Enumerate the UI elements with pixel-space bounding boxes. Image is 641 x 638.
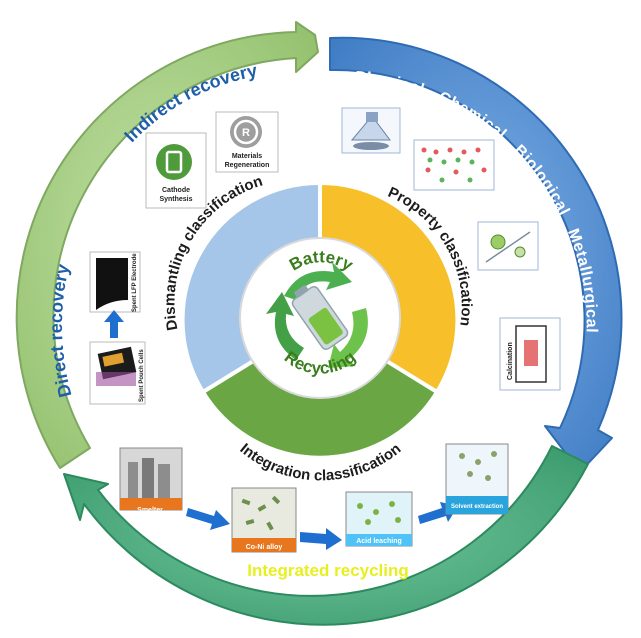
co-ni-label: Co-Ni alloy xyxy=(246,544,283,551)
solvent-extraction-label: Solvent extraction xyxy=(451,504,503,510)
arrow-right-icon xyxy=(186,508,230,530)
teal-integrated-arc xyxy=(63,445,589,626)
calcination-label: Calcination xyxy=(507,342,514,380)
lfp-label: Spent LFP Electrode xyxy=(132,253,138,312)
spent-pouch-cells-image: Spent Pouch Cells xyxy=(89,341,146,405)
pouch-label: Spent Pouch Cells xyxy=(139,349,145,402)
materials-label-2: Regeneration xyxy=(225,162,270,169)
chemical-process-image xyxy=(413,139,495,191)
smelter-image: Smelter xyxy=(119,447,183,514)
co-ni-alloy-image: Co-Ni alloy xyxy=(231,487,297,553)
materials-label-1: Materials xyxy=(232,153,262,160)
smelter-label: Smelter xyxy=(137,507,163,514)
physical-process-image xyxy=(341,107,401,154)
materials-regeneration-image: R Materials Regeneration xyxy=(215,111,279,173)
inner-ring xyxy=(180,180,460,460)
acid-leaching-image: Acid leaching xyxy=(345,491,413,547)
green-recovery-arc xyxy=(15,21,319,469)
label-integrated-recycling: Integrated recycling xyxy=(247,561,409,580)
arrow-up-icon xyxy=(104,310,124,338)
cathode-label-2: Synthesis xyxy=(159,196,192,203)
acid-leaching-label: Acid leaching xyxy=(356,538,402,545)
cathode-label-1: Cathode xyxy=(162,187,190,194)
svg-text:R: R xyxy=(242,127,250,139)
battery-icon xyxy=(291,285,349,350)
biological-process-image xyxy=(477,221,539,271)
arrow-right-icon xyxy=(300,528,342,550)
blue-property-arc xyxy=(329,36,623,473)
cathode-synthesis-image: Cathode Synthesis xyxy=(145,132,207,209)
spent-lfp-electrode-image: Spent LFP Electrode xyxy=(89,251,141,313)
calcination-image: Calcination xyxy=(499,317,561,391)
solvent-extraction-image: Solvent extraction xyxy=(445,443,509,515)
